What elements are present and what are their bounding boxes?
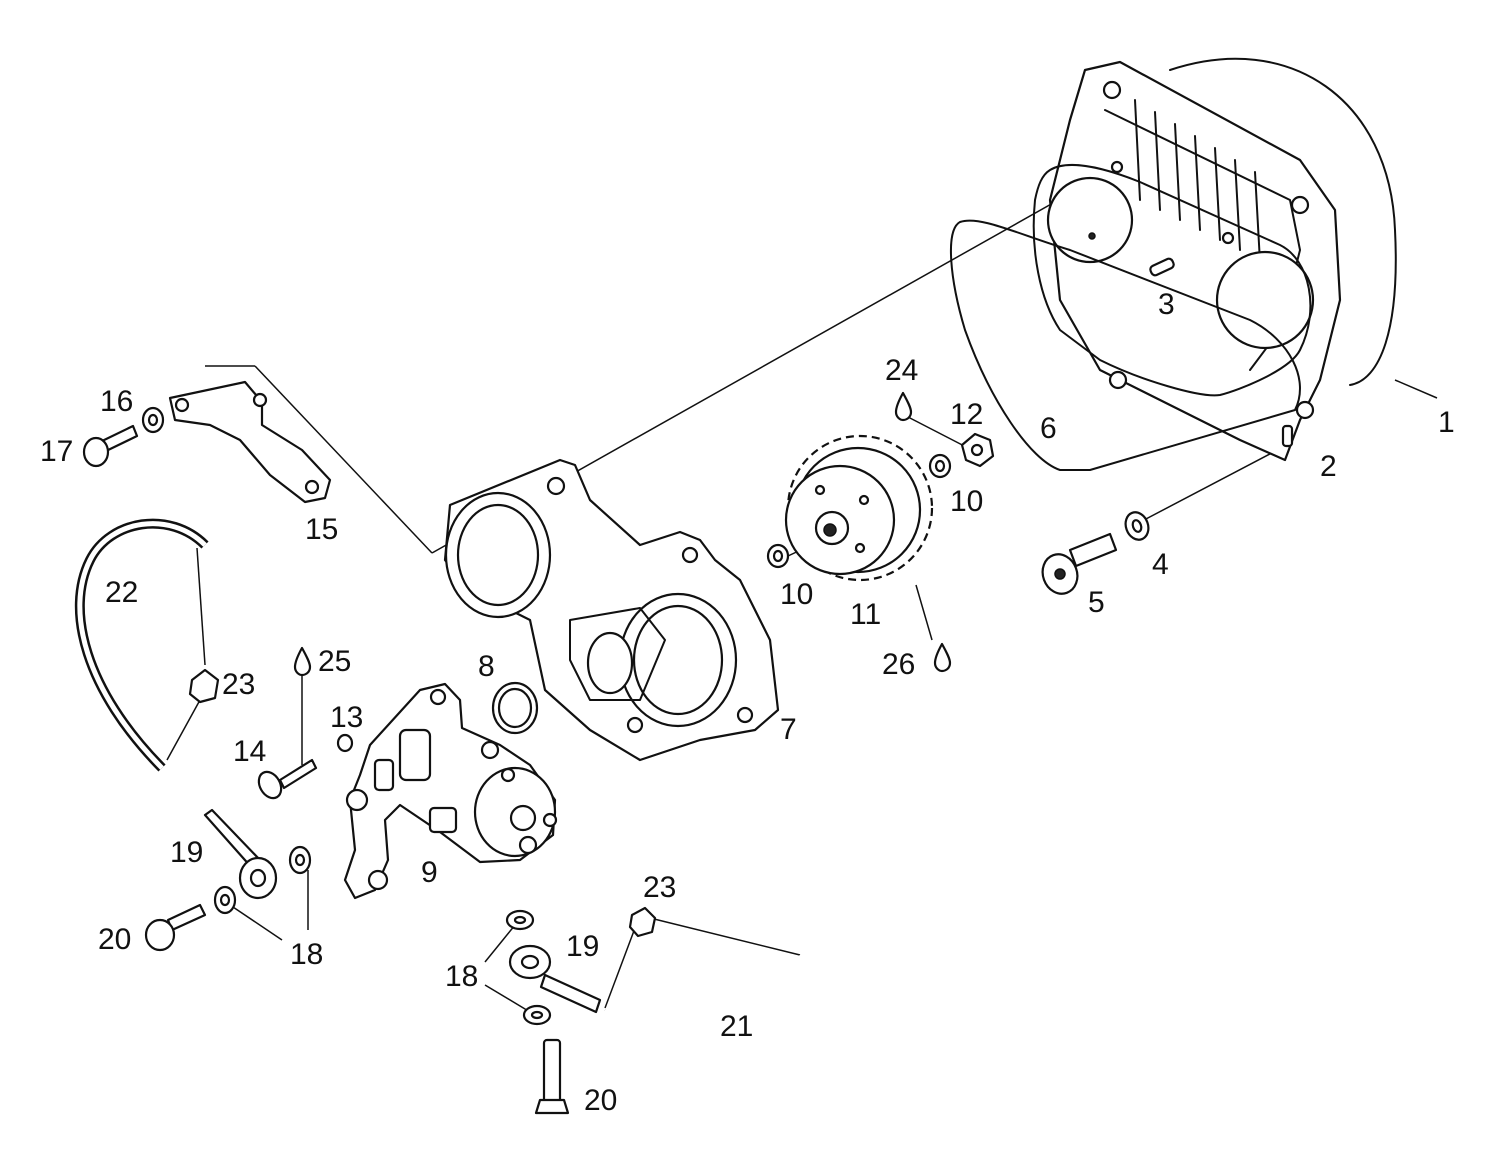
callout-14: 14: [233, 735, 267, 768]
part-housing-cover: [1048, 59, 1396, 460]
callout-19-right: 19: [566, 930, 600, 963]
part-gasket-6: [951, 165, 1310, 470]
callout-6: 6: [1040, 412, 1057, 445]
drop-24-icon: [896, 393, 911, 420]
part-clip-23-left: [190, 670, 218, 702]
callout-12: 12: [950, 398, 984, 431]
part-washer-18-left-a: [215, 887, 235, 913]
part-hose-22: [80, 524, 205, 768]
part-bracket-7: [445, 460, 778, 760]
part-washer-18-right-a: [507, 911, 533, 929]
part-oil-pump-9: [345, 684, 556, 898]
part-washer-10b: [768, 545, 788, 567]
callout-10-lower: 10: [780, 578, 814, 611]
part-gear-11: [786, 436, 932, 580]
callout-21: 21: [720, 1010, 754, 1043]
part-clip-23-right: [630, 908, 655, 936]
part-hose-21: [605, 955, 802, 1048]
part-washer-18-right-b: [524, 1006, 550, 1024]
part-washer-10a: [930, 455, 950, 477]
callout-11: 11: [850, 598, 882, 631]
drop-26-icon: [935, 644, 950, 671]
callout-25: 25: [318, 645, 352, 678]
callout-18-right: 18: [445, 960, 479, 993]
callout-23-right: 23: [643, 871, 677, 904]
callout-5: 5: [1088, 586, 1105, 619]
callout-19-left: 19: [170, 836, 204, 869]
callout-1: 1: [1438, 406, 1455, 439]
callout-18-left: 18: [290, 938, 324, 971]
callout-26: 26: [882, 648, 916, 681]
drop-25-icon: [295, 648, 310, 675]
callout-24: 24: [885, 354, 919, 387]
part-dowel-3: [1149, 257, 1175, 276]
callout-23-left: 23: [222, 668, 256, 701]
callout-3: 3: [1158, 288, 1175, 321]
callout-16: 16: [100, 385, 134, 418]
part-washer-13: [338, 735, 352, 751]
part-washer-4: [1122, 509, 1152, 543]
part-washer-18-left-b: [290, 847, 310, 873]
part-bolt-20-right: [536, 1040, 568, 1113]
part-screw-5: [1037, 534, 1116, 599]
callout-20-right: 20: [584, 1084, 618, 1117]
callout-10-upper: 10: [950, 485, 984, 518]
callout-13: 13: [330, 701, 364, 734]
part-oring-8: [493, 683, 537, 733]
callout-8: 8: [478, 650, 495, 683]
callout-4: 4: [1152, 548, 1169, 581]
part-pin-2: [1283, 426, 1292, 446]
part-nut-12: [962, 434, 993, 466]
part-bolt-20-left: [146, 905, 205, 950]
callout-15: 15: [305, 513, 339, 546]
part-banjo-19-right: [510, 946, 600, 1012]
callout-17: 17: [40, 435, 74, 468]
callout-2: 2: [1320, 450, 1337, 483]
part-banjo-19-left: [205, 810, 276, 898]
part-bolt-17: [84, 426, 137, 466]
part-plate-15: [170, 382, 330, 502]
part-screw-14: [254, 760, 316, 802]
callout-7: 7: [780, 713, 797, 746]
part-washer-16: [143, 408, 163, 432]
callout-9: 9: [421, 856, 438, 889]
callout-20-left: 20: [98, 923, 132, 956]
callout-22: 22: [105, 576, 139, 609]
